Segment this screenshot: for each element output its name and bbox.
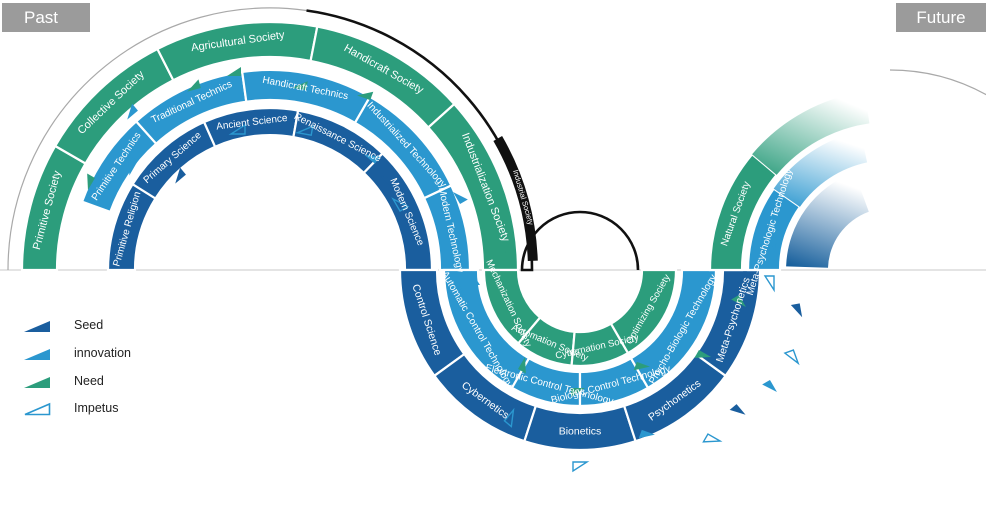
flow-arrow-icon (768, 236, 778, 252)
legend-label: innovation (74, 346, 131, 360)
flow-arrow-icon (380, 175, 397, 186)
science-segment (432, 352, 538, 443)
impetus-arrow-icon (228, 123, 246, 135)
fading-society-ring (752, 91, 870, 175)
society-segment (482, 268, 542, 346)
technology-segment (510, 356, 582, 408)
need-marker-icon (24, 377, 50, 388)
society-segment (516, 315, 576, 367)
flow-arrow-icon (638, 429, 655, 439)
flow-arrow-icon (790, 303, 803, 318)
outer-time-arc (7, 7, 307, 271)
technology-segment (629, 268, 718, 390)
impetus-arrow-icon (503, 407, 515, 428)
impetus-arrow-icon (128, 155, 138, 176)
flow-arrow-icon (762, 379, 777, 393)
impetus-arrow-icon (702, 433, 723, 443)
flow-arrow-icon (731, 294, 746, 308)
impetus-arrow-icon (572, 461, 590, 473)
science-segment (622, 352, 728, 443)
flow-arrow-icon (729, 404, 746, 415)
society-segment (609, 268, 678, 355)
legend-label: Seed (74, 318, 104, 332)
flow-arrow-icon (364, 154, 381, 164)
science-segment (523, 404, 637, 452)
flow-arrow-icon (471, 271, 480, 285)
ring-label: Bionetics (559, 425, 602, 437)
society-segment (708, 152, 779, 272)
flow-arrow-icon (357, 91, 374, 101)
flow-arrow-icon (187, 79, 201, 92)
future-label: Future (896, 3, 986, 32)
seed-marker-icon (24, 321, 50, 332)
flow-arrow-icon (694, 350, 712, 358)
flow-arrow-icon (518, 356, 526, 374)
innovation-marker-icon (24, 349, 50, 360)
flow-arrow-icon (87, 173, 95, 191)
impetus-arrow-icon (294, 125, 314, 136)
legend-label: Need (74, 374, 104, 388)
past-label: Past (2, 3, 90, 32)
outer-time-arc-right (889, 69, 986, 96)
science-segment (694, 268, 762, 378)
technology-segment (746, 187, 802, 272)
impetus-marker-icon (24, 402, 51, 416)
fading-science-ring (786, 172, 869, 268)
flow-arrow-icon (292, 81, 308, 91)
flow-arrow-icon (502, 238, 515, 253)
legend-label: Impetus (74, 401, 119, 415)
impetus-arrow-icon (391, 197, 410, 213)
industrial-society-bar (493, 136, 538, 261)
flow-arrow-icon (757, 169, 767, 186)
fading-technology-ring (773, 131, 868, 207)
flow-arrow-icon (447, 150, 464, 163)
flow-arrow-icon (571, 388, 585, 397)
impetus-arrow-icon (457, 284, 469, 303)
flow-arrow-icon (127, 103, 138, 120)
flow-arrow-icon (453, 191, 468, 205)
flow-arrow-icon (175, 167, 186, 184)
impetus-arrow-icon (783, 349, 800, 366)
industrial-society-track (306, 9, 640, 272)
flow-arrow-icon (633, 361, 650, 371)
society-segment (570, 322, 630, 368)
technology-segment (442, 268, 531, 390)
impetus-arrow-icon (763, 275, 775, 293)
science-segment (398, 268, 466, 378)
flow-arrow-icon (227, 67, 241, 76)
